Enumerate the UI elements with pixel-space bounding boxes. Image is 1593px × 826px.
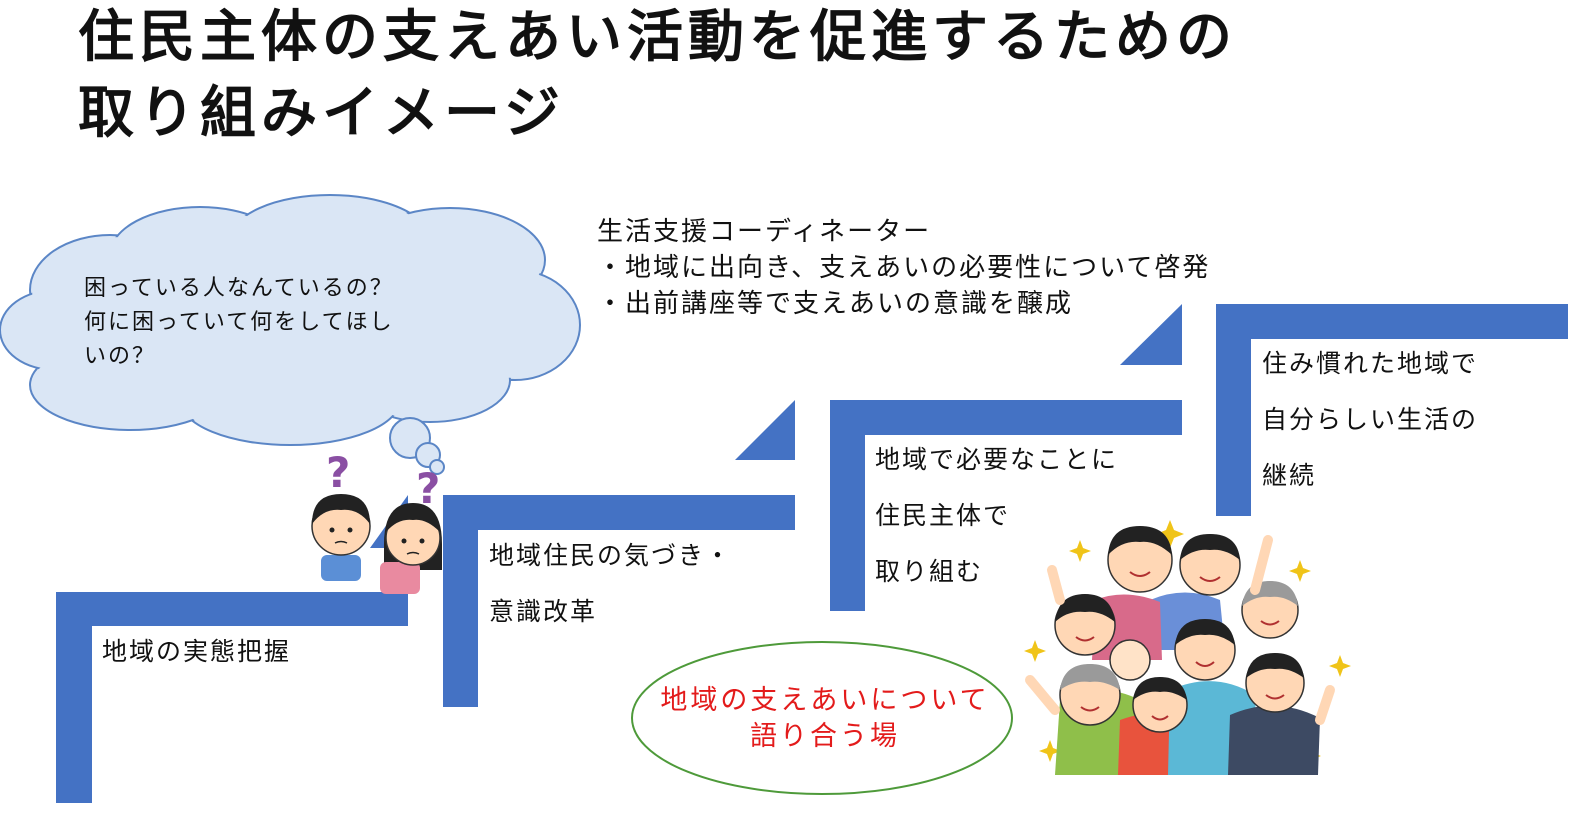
cloud-line-1: 困っている人なんているの？ bbox=[84, 276, 394, 301]
step-4-line-1: 住み慣れた地域で bbox=[1262, 349, 1479, 378]
step-4-line-3: 継続 bbox=[1262, 461, 1317, 490]
step-4-arrow-tip bbox=[1120, 304, 1182, 365]
step-3-bracket bbox=[830, 400, 1182, 611]
step-3-arrow-tip bbox=[735, 400, 795, 460]
step-1-bracket bbox=[56, 592, 408, 803]
meeting-ellipse bbox=[631, 641, 1013, 795]
meeting-text: 地域の支えあいについて 語り合う場 bbox=[635, 683, 1015, 755]
step-3-label: 地域で必要なことに 住民主体で 取り組む bbox=[875, 432, 1118, 600]
coordinator-line-1: 生活支援コーディネーター bbox=[597, 217, 932, 247]
step-3-line-1: 地域で必要なことに bbox=[875, 445, 1119, 474]
step-2-line-1: 地域住民の気づき・ bbox=[489, 541, 733, 570]
step-3-line-2: 住民主体で bbox=[875, 501, 1011, 530]
cloud-line-3: いの？ bbox=[84, 344, 157, 369]
step-2-line-2: 意識改革 bbox=[489, 597, 598, 626]
meeting-line-1: 地域の支えあいについて bbox=[660, 685, 990, 716]
coordinator-line-3: ・出前講座等で支えあいの意識を醸成 bbox=[597, 289, 1074, 319]
coordinator-text: 生活支援コーディネーター ・地域に出向き、支えあいの必要性について啓発 ・出前講… bbox=[597, 214, 1210, 322]
step-1-label: 地域の実態把握 bbox=[102, 624, 291, 680]
step-1-line-1: 地域の実態把握 bbox=[102, 637, 292, 666]
step-4-label: 住み慣れた地域で 自分らしい生活の 継続 bbox=[1262, 336, 1478, 504]
title-line-2: 取り組みイメージ bbox=[78, 81, 565, 146]
thought-cloud bbox=[0, 194, 581, 475]
step-3-line-3: 取り組む bbox=[875, 557, 984, 586]
title-line-1: 住民主体の支えあい活動を促進するための bbox=[78, 5, 1237, 70]
step-4-line-2: 自分らしい生活の bbox=[1262, 405, 1479, 434]
step-4-bracket bbox=[1216, 304, 1568, 516]
meeting-line-2: 語り合う場 bbox=[750, 721, 900, 752]
cloud-line-2: 何に困っていて何をしてほし bbox=[84, 310, 394, 335]
slide-title: 住民主体の支えあい活動を促進するための 取り組みイメージ bbox=[78, 0, 1237, 152]
coordinator-line-2: ・地域に出向き、支えあいの必要性について啓発 bbox=[597, 253, 1211, 283]
step-2-label: 地域住民の気づき・ 意識改革 bbox=[489, 528, 732, 640]
worried-people-illustration: ? ? bbox=[311, 448, 442, 594]
step-2-bracket bbox=[443, 495, 795, 707]
question-mark-icon: ? bbox=[326, 448, 350, 497]
cloud-text: 困っている人なんているの？ 何に困っていて何をしてほし いの？ bbox=[84, 272, 394, 374]
cheering-crowd-illustration bbox=[1024, 520, 1351, 775]
